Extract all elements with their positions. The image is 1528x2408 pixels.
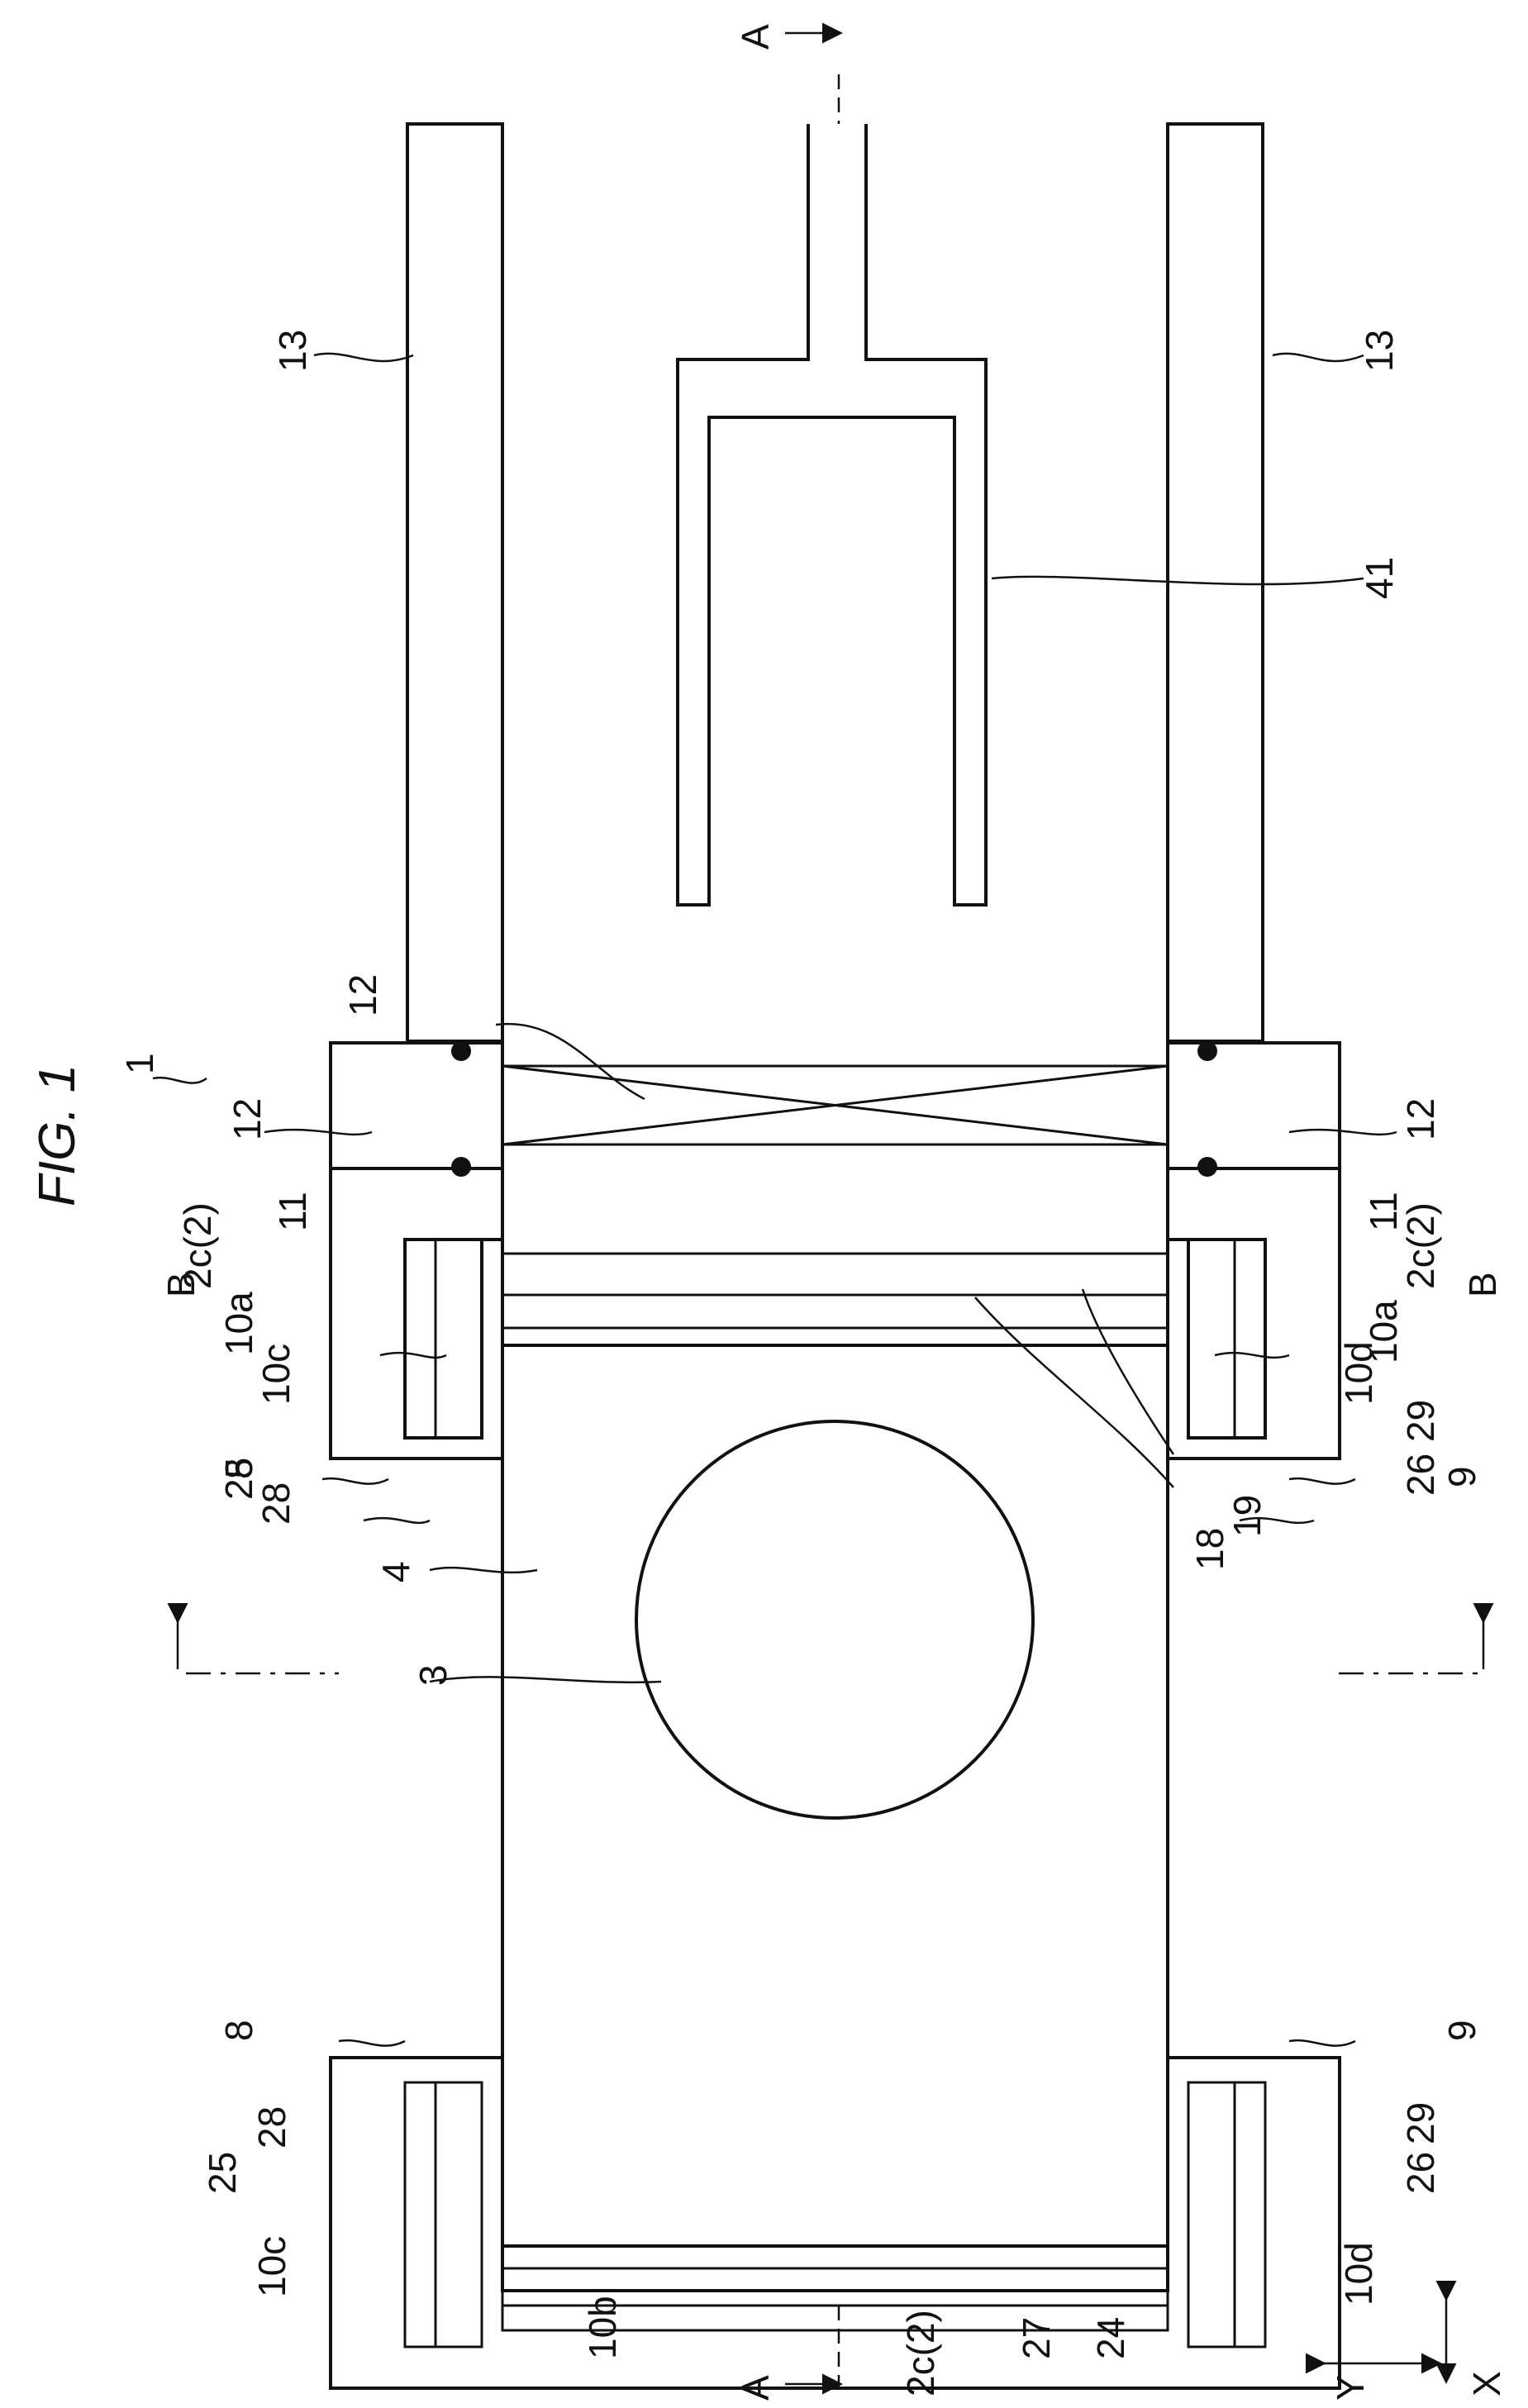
- label-3: 3: [412, 1664, 455, 1686]
- label-8-top: 8: [217, 1458, 260, 1479]
- label-41: 41: [1358, 557, 1401, 599]
- label-11-left: 11: [271, 1192, 314, 1231]
- section-label-b-right: B: [1461, 1272, 1504, 1297]
- label-29-bottom: 29: [1399, 2102, 1442, 2144]
- section-label-a-bottom: A: [734, 2375, 777, 2401]
- label-10c-top: 10c: [255, 1344, 298, 1405]
- label-8-bottom: 8: [217, 2020, 260, 2041]
- label-12-top-center: 12: [341, 974, 384, 1016]
- label-9-bottom: 9: [1440, 2020, 1483, 2041]
- label-29-top: 29: [1399, 1400, 1442, 1442]
- plate-26-29-lower: [1188, 2082, 1265, 2347]
- housing-upper-right: [1168, 1168, 1340, 1459]
- weld-points: [451, 1041, 1217, 1177]
- plate-26-29-upper: [1188, 1240, 1265, 1438]
- fork-member-41: [678, 124, 986, 905]
- label-26-bottom: 26: [1399, 2152, 1442, 2194]
- section-label-a-top: A: [734, 24, 777, 50]
- plate-25-28-lower: [405, 2082, 482, 2347]
- label-2c-bottom: 2c(2): [899, 2310, 942, 2396]
- housing-upper-left: [331, 1168, 502, 1459]
- label-10d-top: 10d: [1337, 1341, 1380, 1405]
- tube-wall-13-left: [407, 124, 502, 1041]
- plate-18-19-upper: [502, 1254, 1168, 1328]
- label-28-bottom: 28: [250, 2106, 293, 2149]
- section-label-b-left: B: [159, 1272, 202, 1297]
- labels: FIG. 1 1 12 12 12 13 13 41 2c(2) 2c(2) 2…: [29, 24, 1508, 2401]
- figure-title: FIG. 1: [29, 1064, 86, 1206]
- label-11-right: 11: [1362, 1192, 1405, 1231]
- label-28-top: 28: [255, 1482, 298, 1525]
- carrier-4: [502, 1345, 1168, 2246]
- label-26-top: 26: [1399, 1454, 1442, 1496]
- label-24: 24: [1089, 2317, 1132, 2359]
- leader-lines: [153, 354, 1397, 2046]
- axis-label-x: X: [1465, 2371, 1508, 2396]
- label-12-right: 12: [1399, 1098, 1442, 1140]
- plate-25-28-upper: [405, 1240, 482, 1438]
- label-12-left: 12: [226, 1098, 269, 1140]
- label-1: 1: [118, 1053, 161, 1074]
- label-27: 27: [1015, 2317, 1058, 2359]
- label-13-left: 13: [271, 330, 314, 372]
- label-13-right: 13: [1358, 330, 1401, 372]
- label-25-bottom: 25: [201, 2152, 244, 2194]
- section-arrows: [178, 33, 1483, 2384]
- label-10d-bottom: 10d: [1337, 2242, 1380, 2306]
- label-10c-bottom: 10c: [250, 2236, 293, 2297]
- seal-12: [502, 1066, 1168, 1145]
- label-4: 4: [374, 1561, 417, 1582]
- block-12-right: [1168, 1043, 1340, 1168]
- block-12-left: [331, 1043, 502, 1168]
- label-9-top: 9: [1440, 1466, 1483, 1487]
- label-2c-right-top: 2c(2): [1399, 1202, 1442, 1289]
- label-19: 19: [1226, 1495, 1269, 1537]
- axis-label-y: Y: [1329, 2375, 1372, 2401]
- ball-3: [636, 1421, 1033, 1818]
- label-10b: 10b: [581, 2296, 624, 2359]
